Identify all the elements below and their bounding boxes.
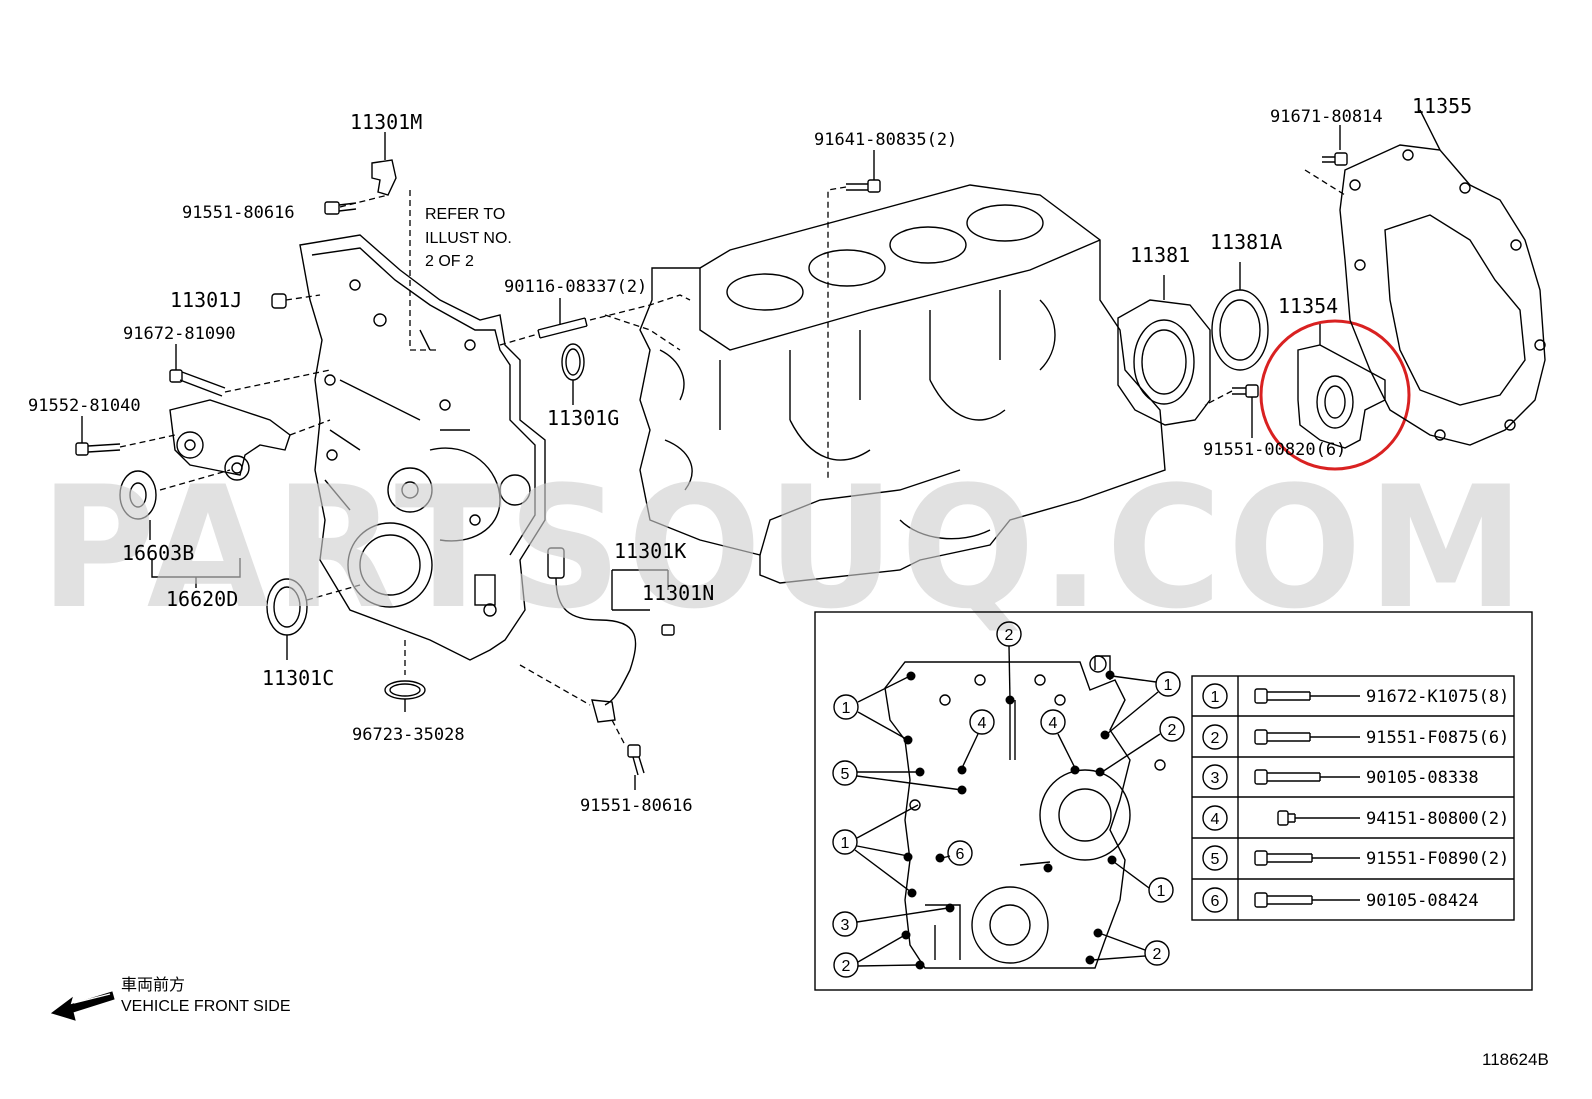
label-91671-80814[interactable]: 91671-80814 [1270, 107, 1383, 127]
label-16620D[interactable]: 16620D [166, 587, 238, 611]
cam-position-sensor [339, 159, 440, 351]
row-2-num: 2 [1211, 730, 1220, 747]
oring-96723-35028 [384, 640, 426, 712]
cylinder-block [639, 184, 1166, 584]
bolt-table-row-4[interactable]: 4 94151-80800(2) [1202, 805, 1509, 831]
label-11301C[interactable]: 11301C [262, 666, 334, 690]
stud-90116-08337 [499, 294, 691, 351]
plug-11301J [271, 293, 321, 309]
row-4-num: 4 [1211, 811, 1220, 828]
label-11381[interactable]: 11381 [1130, 243, 1190, 267]
bolt-table-row-5[interactable]: 5 91551-F0890(2) [1202, 845, 1509, 871]
tensioner-assembly [119, 399, 331, 520]
refer-note-line2: ILLUST NO. [425, 230, 512, 247]
inset-cover-drawing [884, 655, 1166, 970]
row-5-part: 91551-F0890(2) [1366, 849, 1509, 869]
callout-6: 6 [956, 846, 965, 863]
service-hole-cover [1297, 322, 1386, 449]
bolt-91641-80835 [827, 179, 881, 480]
bolt-91672-81090 [169, 369, 331, 397]
label-91672-81090[interactable]: 91672-81090 [123, 324, 236, 344]
label-90116-08337[interactable]: 90116-08337(2) [504, 277, 647, 297]
crank-sensor-harness [519, 547, 675, 790]
bolt-91551-00820 [1204, 384, 1259, 438]
bolt-table-row-1[interactable]: 1 91672-K1075(8) [1202, 683, 1509, 709]
bolt-table-row-3[interactable]: 3 90105-08338 [1202, 764, 1479, 790]
front-crank-seal [266, 578, 361, 660]
row-5-num: 5 [1211, 851, 1220, 868]
label-96723-35028[interactable]: 96723-35028 [352, 725, 465, 745]
inset-frame [814, 611, 1533, 991]
oil-seal-retainer [1117, 275, 1211, 426]
row-1-part: 91672-K1075(8) [1366, 687, 1509, 707]
callout-4a: 4 [978, 715, 987, 732]
oring-11301G [561, 343, 585, 405]
front-label-en: VEHICLE FRONT SIDE [121, 998, 291, 1015]
callout-1b: 1 [1164, 677, 1173, 694]
watermark: PARTSOUQ.COM [40, 450, 1530, 646]
label-91551-80616-top[interactable]: 91551-80616 [182, 203, 295, 223]
label-11301J[interactable]: 11301J [170, 288, 242, 312]
callout-1d: 1 [1157, 883, 1166, 900]
row-6-part: 90105-08424 [1366, 891, 1479, 911]
callout-1c: 1 [841, 835, 850, 852]
label-11354[interactable]: 11354 [1278, 294, 1338, 318]
label-11355[interactable]: 11355 [1412, 94, 1472, 118]
front-label-jp: 車両前方 [121, 976, 185, 994]
row-3-num: 3 [1211, 770, 1220, 787]
label-16603B[interactable]: 16603B [122, 541, 194, 565]
label-11381A[interactable]: 11381A [1210, 230, 1282, 254]
label-91552-81040[interactable]: 91552-81040 [28, 396, 141, 416]
callout-2a: 2 [1005, 627, 1014, 644]
bolt-table-row-6[interactable]: 6 90105-08424 [1202, 887, 1479, 913]
row-4-part: 94151-80800(2) [1366, 809, 1509, 829]
label-11301K[interactable]: 11301K [614, 539, 686, 563]
bolt-table [1191, 675, 1515, 921]
refer-note-line3: 2 OF 2 [425, 253, 474, 270]
label-91551-00820[interactable]: 91551-00820(6) [1203, 440, 1346, 460]
label-91641-80835[interactable]: 91641-80835(2) [814, 130, 957, 150]
bolt-91551-80616-top [324, 201, 357, 215]
rear-crank-seal [1211, 262, 1269, 371]
callout-2d: 2 [1153, 946, 1162, 963]
diagram-code: 118624B [1482, 1050, 1549, 1069]
callout-3: 3 [841, 917, 850, 934]
label-11301N[interactable]: 11301N [642, 581, 714, 605]
bolt-91671-80814 [1304, 125, 1348, 196]
label-11301M[interactable]: 11301M [350, 110, 422, 134]
highlight-circle [1259, 319, 1411, 471]
row-1-num: 1 [1211, 689, 1220, 706]
refer-note-line1: REFER TO [425, 206, 505, 223]
row-6-num: 6 [1211, 893, 1220, 910]
inset-callouts: 1 2 1 4 4 2 5 1 6 1 3 2 2 [832, 621, 1185, 978]
label-11301G[interactable]: 11301G [547, 406, 619, 430]
row-2-part: 91551-F0875(6) [1366, 728, 1509, 748]
callout-2b: 2 [1168, 722, 1177, 739]
callout-4b: 4 [1049, 715, 1058, 732]
callout-2c: 2 [842, 958, 851, 975]
rear-end-plate [1339, 109, 1546, 446]
bolt-table-row-2[interactable]: 2 91551-F0875(6) [1202, 724, 1509, 750]
vehicle-front-arrow-icon [50, 991, 115, 1021]
callout-5: 5 [841, 766, 850, 783]
label-91551-80616-bottom[interactable]: 91551-80616 [580, 796, 693, 816]
row-3-part: 90105-08338 [1366, 768, 1479, 788]
callout-1a: 1 [842, 700, 851, 717]
timing-chain-cover [299, 234, 546, 661]
